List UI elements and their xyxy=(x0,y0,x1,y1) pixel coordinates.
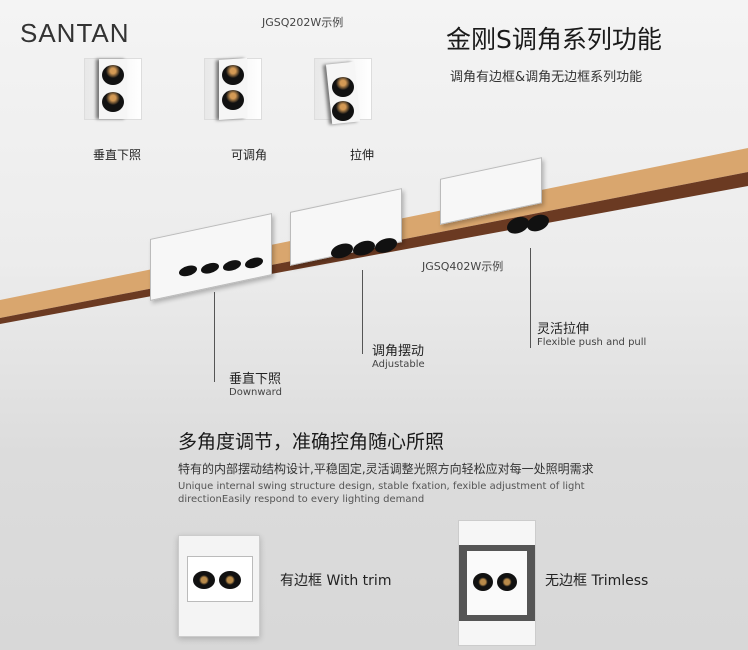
product-label-with-trim: 有边框 With trim xyxy=(280,573,392,589)
callout-cn: 调角摆动 xyxy=(372,344,425,359)
feature-desc-cn: 特有的内部摆动结构设计,平稳固定,灵活调整光照方向轻松应对每一处照明需求 xyxy=(178,462,594,476)
mode-label-pull: 拉伸 xyxy=(350,148,375,162)
callout-cn: 垂直下照 xyxy=(229,372,282,387)
callout-line xyxy=(530,248,531,348)
callout-line xyxy=(214,292,215,382)
brand-logo: SANTAN xyxy=(20,18,130,48)
callout-line xyxy=(362,270,363,354)
callout-en: Flexible push and pull xyxy=(537,337,647,348)
callout-cn: 灵活拉伸 xyxy=(537,322,590,337)
model-example-label: JGSQ202W示例 xyxy=(262,16,344,29)
product-label-trimless: 无边框 Trimless xyxy=(545,573,649,589)
page-title: 金刚S调角系列功能 xyxy=(446,25,662,54)
page-subtitle: 调角有边框&调角无边框系列功能 xyxy=(450,70,643,85)
feature-heading: 多角度调节，准确控角随心所照 xyxy=(178,431,445,453)
callout-en: Downward xyxy=(229,387,282,398)
scene-model-label: JGSQ402W示例 xyxy=(422,260,504,273)
feature-desc-en: Unique internal swing structure design, … xyxy=(178,481,585,505)
callout-en: Adjustable xyxy=(372,359,425,370)
product-image-trimless xyxy=(458,520,536,646)
mode-image-adjustable xyxy=(204,58,262,120)
mode-image-downward xyxy=(84,58,142,120)
mode-label-downward: 垂直下照 xyxy=(93,148,142,162)
mode-image-pull xyxy=(314,58,372,125)
product-image-with-trim xyxy=(178,535,260,637)
mode-label-adjustable: 可调角 xyxy=(231,148,268,162)
